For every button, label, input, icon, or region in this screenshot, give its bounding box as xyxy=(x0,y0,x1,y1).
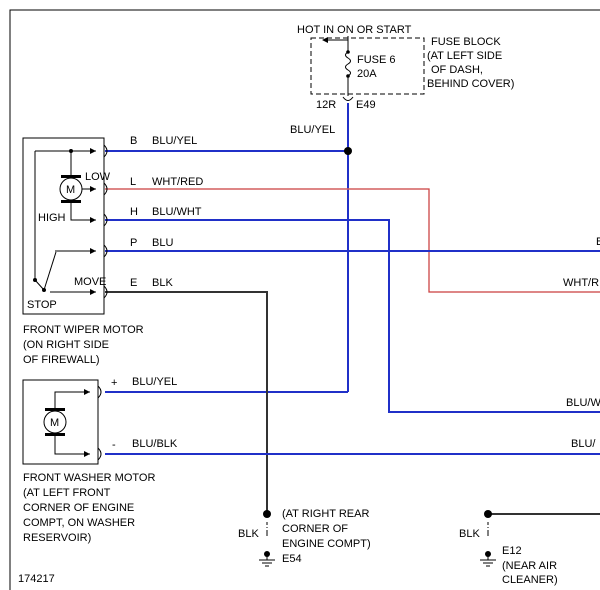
washer-minus-label: - xyxy=(112,439,116,451)
connector-12r-label: 12R xyxy=(316,99,336,111)
ground-e54-caption-1: (AT RIGHT REAR xyxy=(282,508,369,520)
fuse-block-caption: FUSE BLOCK xyxy=(431,36,501,48)
ground-e54-wire-label: BLK xyxy=(238,528,259,540)
figure-id: 174217 xyxy=(18,573,55,585)
ground-e54: BLK (AT RIGHT REAR CORNER OF ENGINE COMP… xyxy=(238,508,371,567)
wire-blk-label: BLK xyxy=(152,277,173,289)
ground-e12-caption-1: (NEAR AIR xyxy=(502,560,557,572)
washer-plus-label: + xyxy=(111,377,117,389)
washer-caption-3: CORNER OF ENGINE xyxy=(23,502,134,514)
washer-caption-1: FRONT WASHER MOTOR xyxy=(23,472,155,484)
pin-l-label: L xyxy=(130,176,136,188)
ground-e54-id: E54 xyxy=(282,553,302,565)
fuse-rating: 20A xyxy=(357,68,377,80)
wiper-low-label: LOW xyxy=(85,171,111,183)
wire-wht-red-label: WHT/RED xyxy=(152,176,203,188)
ground-e54-caption-3: ENGINE COMPT) xyxy=(282,538,371,550)
fuse-number: FUSE 6 xyxy=(357,54,396,66)
front-wiper-motor: M LOW HIGH MOVE STOP B BLU/YEL L xyxy=(22,135,203,366)
wires xyxy=(105,103,600,515)
fuse-block-outline xyxy=(310,37,425,95)
edge-blu-blk-label: BLU/ xyxy=(571,438,596,450)
splice-dot xyxy=(344,147,352,155)
wire-blu-yel-label: BLU/YEL xyxy=(152,135,197,147)
washer-caption-5: RESERVOIR) xyxy=(23,532,91,544)
wiper-caption-2: (ON RIGHT SIDE xyxy=(23,339,109,351)
fuse-wire-label: BLU/YEL xyxy=(290,124,335,136)
washer-motor-m: M xyxy=(50,417,59,429)
pin-e-label: E xyxy=(130,277,137,289)
edge-blu-wht-label: BLU/W xyxy=(566,397,600,409)
right-edge-labels: B WHT/R BLU/W BLU/ xyxy=(563,236,600,450)
edge-blu-label: B xyxy=(596,236,600,248)
washer-caption-2: (AT LEFT FRONT xyxy=(23,487,111,499)
connector-e49 xyxy=(342,96,354,101)
connector-e49-label: E49 xyxy=(356,99,376,111)
fuse-block-caption-4: BEHIND COVER) xyxy=(427,78,514,90)
wiper-caption-1: FRONT WIPER MOTOR xyxy=(23,324,144,336)
front-washer-motor: M + BLU/YEL - BLU/BLK FRONT WASHER MOTOR… xyxy=(22,376,178,544)
ground-e12-wire-label: BLK xyxy=(459,528,480,540)
wire-blu-label: BLU xyxy=(152,237,173,249)
washer-wire-plus-label: BLU/YEL xyxy=(132,376,177,388)
pin-h-label: H xyxy=(130,206,138,218)
washer-caption-4: COMPT, ON WASHER xyxy=(23,517,135,529)
pin-p-label: P xyxy=(130,237,137,249)
wiper-stop-label: STOP xyxy=(27,299,57,311)
wiper-move-label: MOVE xyxy=(74,276,106,288)
washer-wire-minus-label: BLU/BLK xyxy=(132,438,178,450)
wiper-caption-3: OF FIREWALL) xyxy=(23,354,100,366)
wiper-high-label: HIGH xyxy=(38,212,66,224)
edge-wht-red-label: WHT/R xyxy=(563,277,599,289)
wire-blu-wht-label: BLU/WHT xyxy=(152,206,202,218)
ground-e54-caption-2: CORNER OF xyxy=(282,523,348,535)
fuse-block-caption-2: (AT LEFT SIDE xyxy=(427,50,502,62)
hot-label: HOT IN ON OR START xyxy=(297,24,412,36)
ground-e12: BLK E12 (NEAR AIR CLEANER) xyxy=(459,510,558,586)
wiper-motor-m: M xyxy=(66,184,75,196)
fuse-block-caption-3: OF DASH, xyxy=(431,64,483,76)
ground-e12-caption-2: CLEANER) xyxy=(502,574,558,586)
pin-b-label: B xyxy=(130,135,137,147)
ground-e12-id: E12 xyxy=(502,545,522,557)
diagram-frame xyxy=(9,9,600,590)
fuse-block: HOT IN ON OR START FUSE 6 20A FUSE BLOCK… xyxy=(290,24,514,136)
fuse-symbol xyxy=(345,51,351,77)
washer-motor-outline xyxy=(22,379,99,465)
